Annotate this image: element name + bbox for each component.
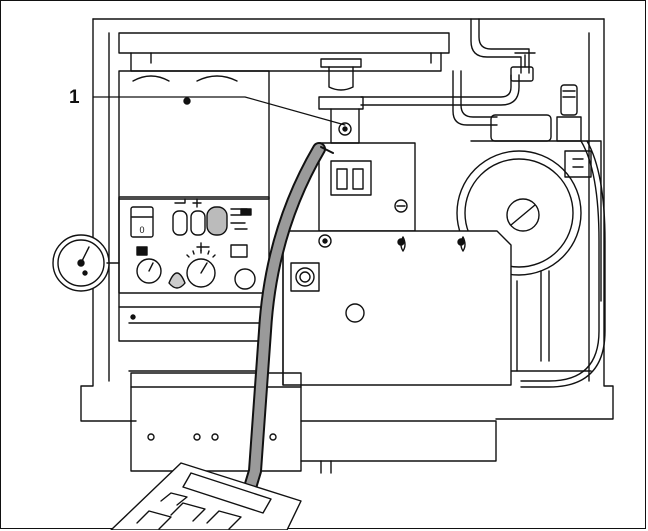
air-vent [556,84,582,142]
service-knob-icon[interactable] [234,268,256,290]
probe-cable [242,142,334,498]
callout-1: 1 [69,87,346,126]
pump-cable [520,140,606,388]
hot-water-knob-icon[interactable] [186,258,216,288]
circulation-pump [456,114,602,302]
mains-switch-off-label: 0 [139,225,144,235]
lower-right-pipes [500,270,592,372]
control-module [118,70,270,372]
boiler-casing [80,18,614,422]
temperature-knobs [136,249,256,290]
multimeter-icon [110,462,302,530]
heating-knob-icon[interactable] [136,258,162,284]
lower-bracket [130,372,497,474]
pressure-gauge-icon [52,234,120,292]
mains-switch-icon[interactable] [130,206,154,238]
callout-label: 1 [69,87,80,108]
pipework [360,18,536,126]
mounting-plate [282,230,512,386]
top-beam [118,32,450,72]
switch-panel: 0 [130,198,252,258]
